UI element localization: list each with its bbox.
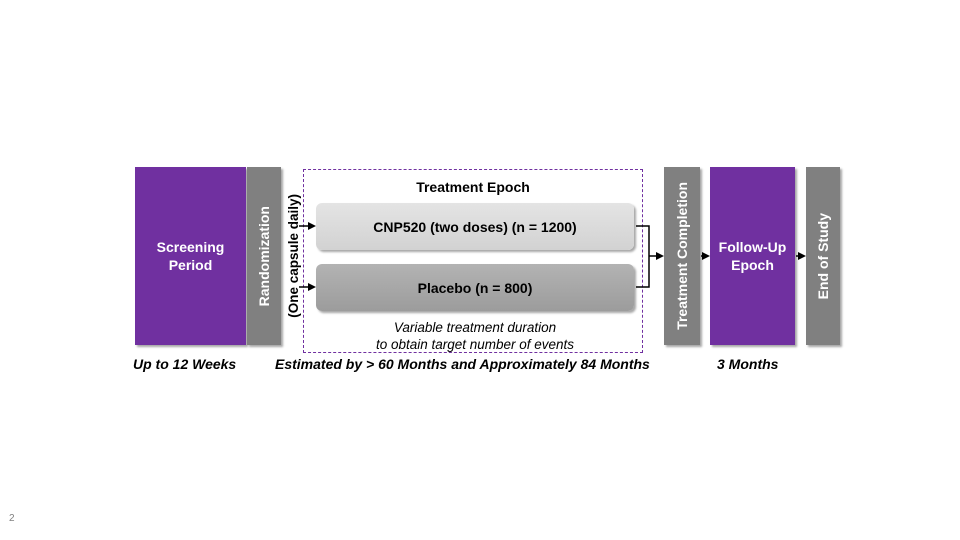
screening-period-box: Screening Period [135, 167, 246, 345]
treatment-completion-box: Treatment Completion [664, 167, 700, 345]
note-line1: Variable treatment duration [393, 320, 557, 335]
note-line2: to obtain target number of events [375, 337, 575, 352]
follow-up-epoch-box: Follow-Up Epoch [710, 167, 795, 345]
follow-up-label-line1: Follow-Up [718, 239, 787, 255]
treatment-epoch-title: Treatment Epoch [416, 179, 530, 195]
duration-follow-up: 3 Months [717, 356, 779, 372]
treatment-duration-note: Variable treatment duration to obtain ta… [303, 319, 647, 353]
bracket-cnp520 [636, 225, 650, 256]
arm-placebo: Placebo (n = 800) [316, 264, 634, 311]
randomization-box: Randomization [247, 167, 281, 345]
follow-up-label-line2: Epoch [731, 257, 774, 273]
arm-cnp520: CNP520 (two doses) (n = 1200) [316, 203, 634, 250]
bracket-placebo [636, 256, 650, 288]
screening-label-line1: Screening [156, 239, 225, 255]
end-of-study-box: End of Study [806, 167, 840, 345]
duration-screening: Up to 12 Weeks [133, 356, 237, 372]
arm-placebo-label: Placebo (n = 800) [417, 279, 533, 296]
screening-label-line2: Period [168, 257, 213, 273]
arm-cnp520-label: CNP520 (two doses) (n = 1200) [373, 218, 577, 235]
page-number: 2 [9, 513, 15, 524]
duration-treatment: Estimated by > 60 Months and Approximate… [275, 356, 650, 372]
treatment-epoch-frame [303, 169, 643, 353]
